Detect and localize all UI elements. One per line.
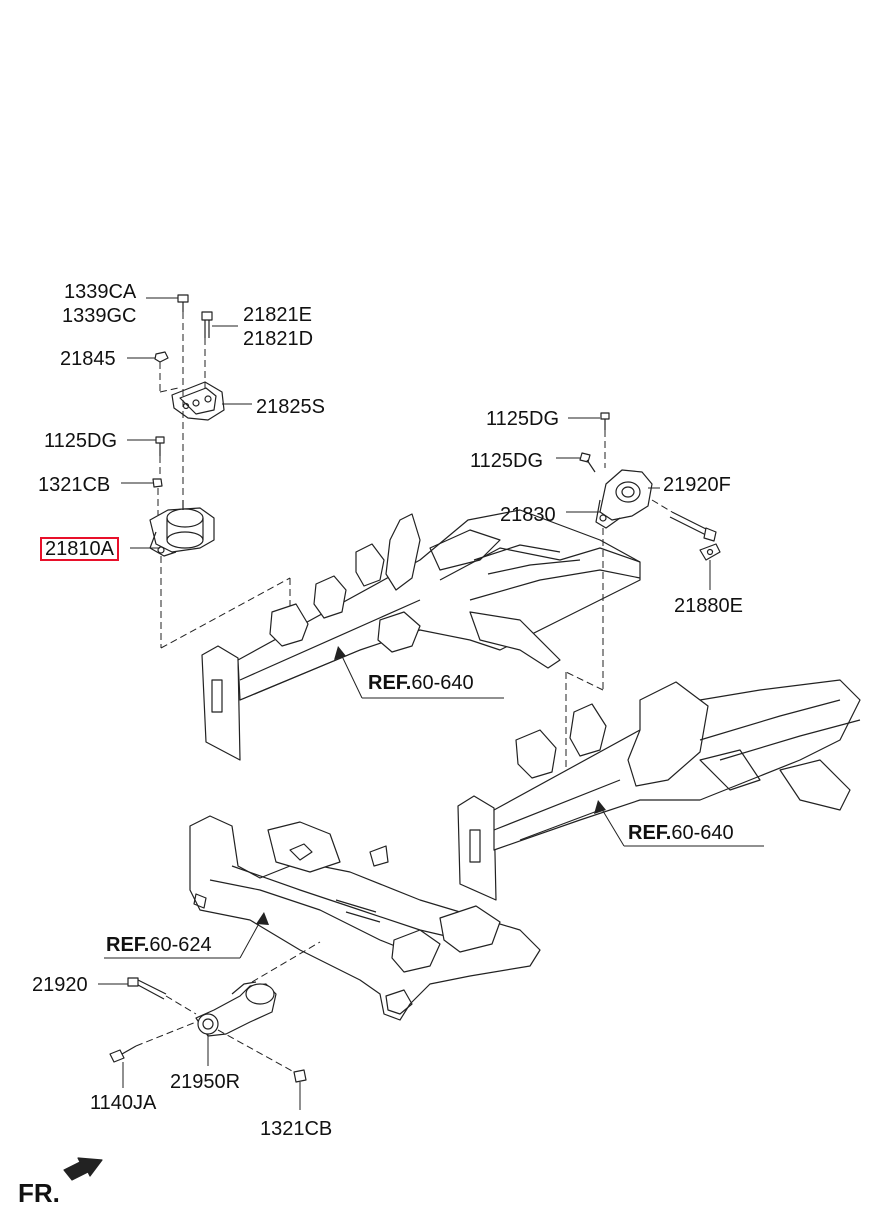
nut-1321cb-left (152, 478, 163, 488)
transmission-mount-21830 (595, 469, 653, 529)
ref-prefix: REF. (106, 934, 150, 956)
bolt-1339ca (177, 294, 189, 312)
part-label-21810a-highlighted[interactable]: 21810A (40, 537, 119, 561)
nut-1321cb-bottom (293, 1069, 307, 1083)
part-label-21825s[interactable]: 21825S (256, 396, 325, 418)
bolt-1125dg-right-top (600, 412, 610, 430)
bolt-21821e (201, 311, 213, 338)
front-side-member-right (457, 679, 861, 901)
part-label-21845[interactable]: 21845 (60, 348, 116, 370)
upper-right-alignment-lines (565, 430, 673, 770)
part-label-1321cb-bottom[interactable]: 1321CB (260, 1118, 333, 1140)
part-label-1125dg-right-bottom[interactable]: 1125DG (470, 450, 544, 472)
engine-mount-bracket-21825s (171, 381, 225, 421)
ref-label-upper[interactable]: REF.60-640 (368, 672, 474, 694)
part-label-21920[interactable]: 21920 (32, 974, 88, 996)
front-marker-label: FR. (18, 1178, 60, 1208)
bolt-1140ja (109, 1045, 137, 1063)
ref-label-lower[interactable]: REF.60-624 (106, 934, 212, 956)
ref-code: 60-640 (411, 672, 474, 694)
part-label-1339ca[interactable]: 1339CA (64, 281, 137, 303)
ref-label-right[interactable]: REF.60-640 (628, 822, 734, 844)
leader-lines (98, 297, 764, 1110)
lower-alignment-lines (135, 941, 321, 1073)
part-label-1321cb-left[interactable]: 1321CB (38, 474, 111, 496)
ref-code: 60-640 (671, 822, 734, 844)
bolt-21920 (127, 977, 167, 1000)
part-label-1339gc[interactable]: 1339GC (62, 305, 137, 327)
part-label-21950r[interactable]: 21950R (170, 1071, 241, 1093)
roll-mount-21950r (195, 981, 277, 1037)
part-label-1125dg-left[interactable]: 1125DG (44, 430, 118, 452)
part-label-21920f[interactable]: 21920F (663, 474, 731, 496)
ref-prefix: REF. (628, 822, 672, 844)
part-label-21821d[interactable]: 21821D (243, 328, 314, 350)
part-label-1125dg-right-top[interactable]: 1125DG (486, 408, 560, 430)
part-label-21821e[interactable]: 21821E (243, 304, 312, 326)
front-direction-arrow-icon (63, 1157, 103, 1181)
bolt-1125dg-left (155, 436, 165, 456)
nut-21845 (154, 351, 169, 363)
ref-arrowheads (256, 646, 606, 925)
bracket-21880e (699, 543, 721, 561)
part-label-21830[interactable]: 21830 (500, 504, 556, 526)
sub-frame (189, 815, 541, 1021)
bolt-21920f (669, 511, 717, 542)
part-label-1140ja[interactable]: 1140JA (90, 1092, 157, 1114)
part-label-21880e[interactable]: 21880E (674, 595, 743, 617)
bolt-1125dg-right-bottom (579, 452, 596, 473)
ref-prefix: REF. (368, 672, 412, 694)
upper-left-alignment-lines (157, 312, 291, 649)
ref-code: 60-624 (149, 934, 212, 956)
engine-mount-21810a (149, 500, 215, 557)
